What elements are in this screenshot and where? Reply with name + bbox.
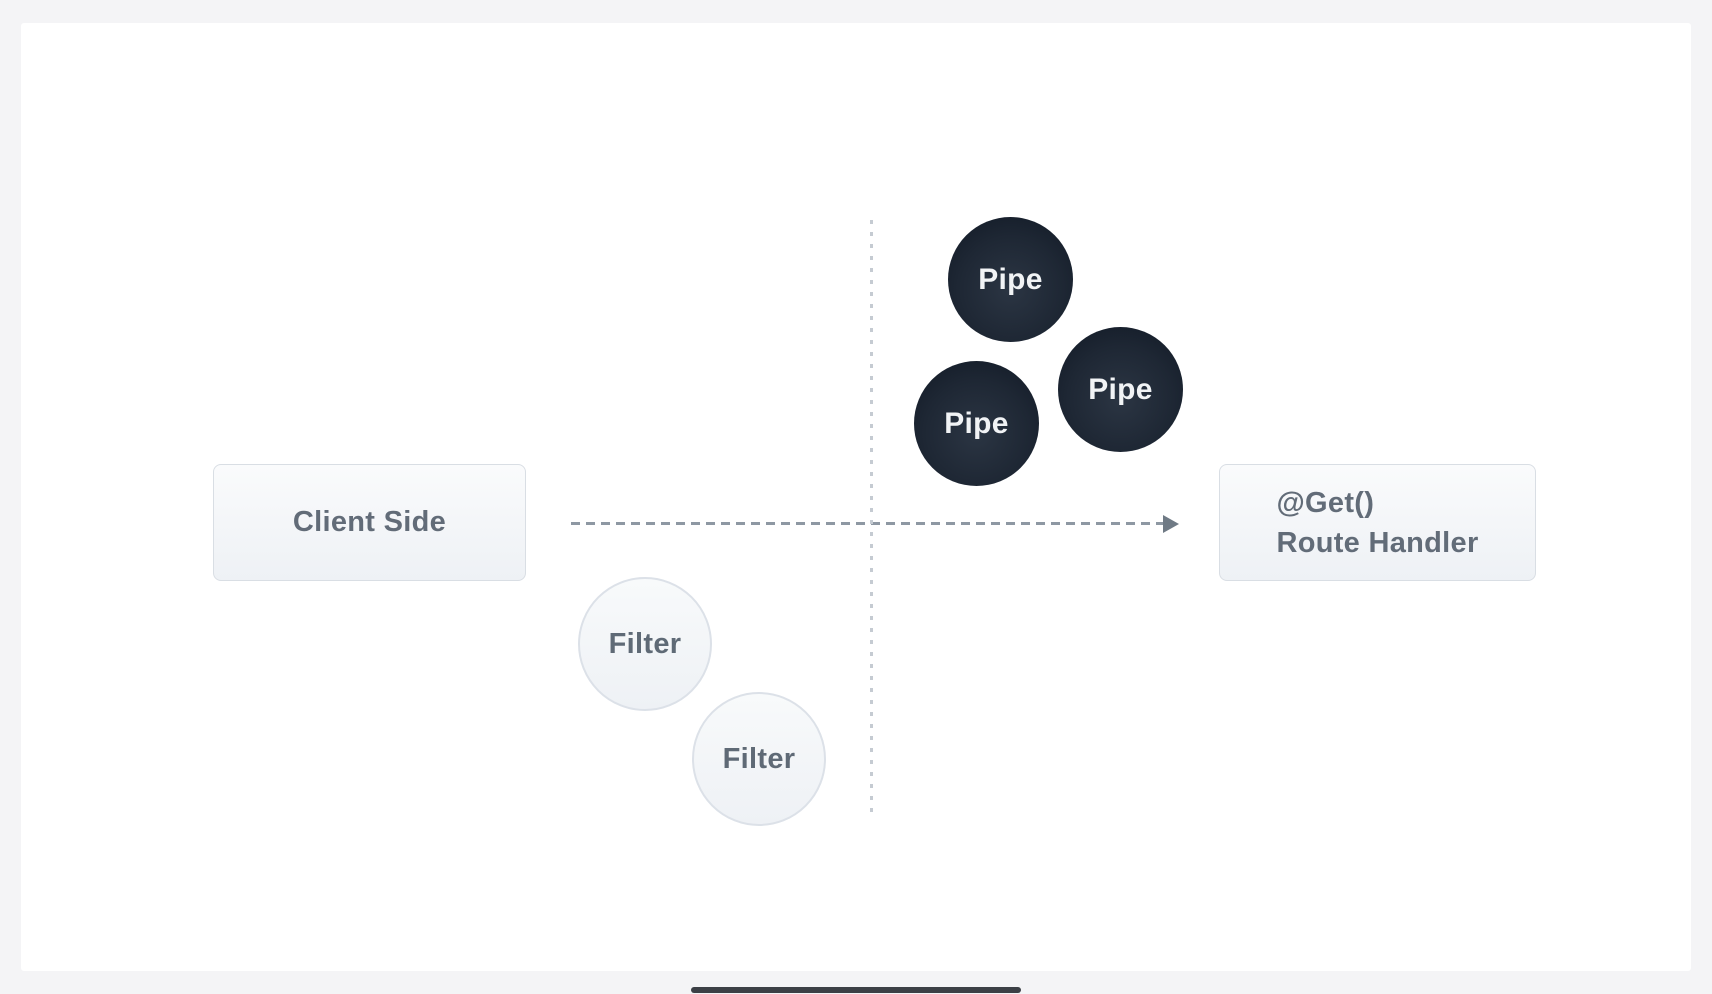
request-flow-dashed-line xyxy=(571,522,1163,525)
pipe-label: Pipe xyxy=(1088,372,1153,406)
filter-label: Filter xyxy=(722,742,796,775)
home-indicator xyxy=(691,987,1021,993)
diagram-card: Client Side Pipe Pipe Pipe Filter Filter… xyxy=(21,23,1691,971)
route-handler-node: @Get() Route Handler xyxy=(1219,464,1536,581)
filter-label: Filter xyxy=(608,627,682,660)
pipe-node: Pipe xyxy=(948,217,1073,342)
filter-node: Filter xyxy=(578,577,712,711)
client-side-node: Client Side xyxy=(213,464,526,581)
filter-node: Filter xyxy=(692,692,826,826)
pipe-label: Pipe xyxy=(978,262,1043,296)
server-boundary-divider xyxy=(870,220,873,818)
pipe-label: Pipe xyxy=(944,406,1009,440)
pipe-node: Pipe xyxy=(914,361,1039,486)
route-handler-name: Route Handler xyxy=(1276,526,1479,559)
pipe-node: Pipe xyxy=(1058,327,1183,452)
client-side-label: Client Side xyxy=(292,506,447,538)
request-flow-arrowhead-icon xyxy=(1163,515,1179,533)
route-handler-decorator: @Get() xyxy=(1276,486,1375,519)
route-handler-text: @Get() Route Handler xyxy=(1276,483,1478,563)
